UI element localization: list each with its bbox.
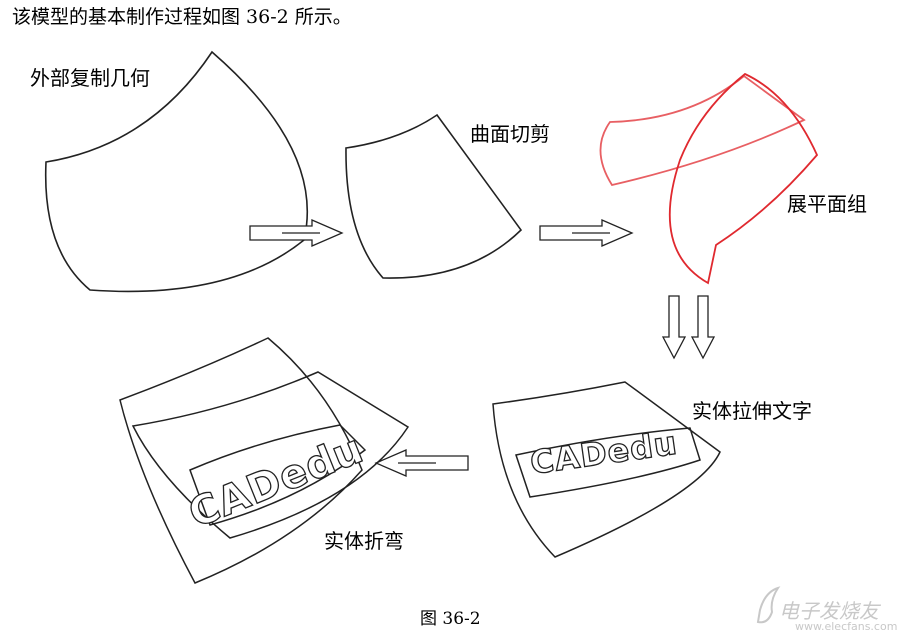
intro-text: 该模型的基本制作过程如图 36-2 所示。 xyxy=(12,6,352,28)
label-step3: 展平面组 xyxy=(787,192,867,216)
extruded-text-step5: CADedu xyxy=(183,426,371,537)
watermark-text: 电子发烧友 xyxy=(779,599,879,623)
arrow-right-2 xyxy=(539,219,634,247)
label-step2: 曲面切剪 xyxy=(470,122,550,146)
arrow-left xyxy=(374,449,469,477)
figure-caption: 图 36-2 xyxy=(420,609,481,629)
solid-extrude-text xyxy=(492,381,721,558)
surface-flattened xyxy=(599,72,819,285)
arrow-down-double xyxy=(661,295,716,360)
arrow-right-1 xyxy=(249,219,344,247)
label-step4: 实体拉伸文字 xyxy=(692,399,812,423)
solid-bend xyxy=(119,337,410,584)
label-step5: 实体折弯 xyxy=(324,529,404,553)
watermark-logo-icon xyxy=(756,586,781,624)
label-step1: 外部复制几何 xyxy=(30,66,150,90)
extruded-text-step4: CADedu xyxy=(528,424,680,482)
surface-trimmed xyxy=(345,113,523,279)
watermark-url: www.elecfans.com xyxy=(795,620,898,633)
